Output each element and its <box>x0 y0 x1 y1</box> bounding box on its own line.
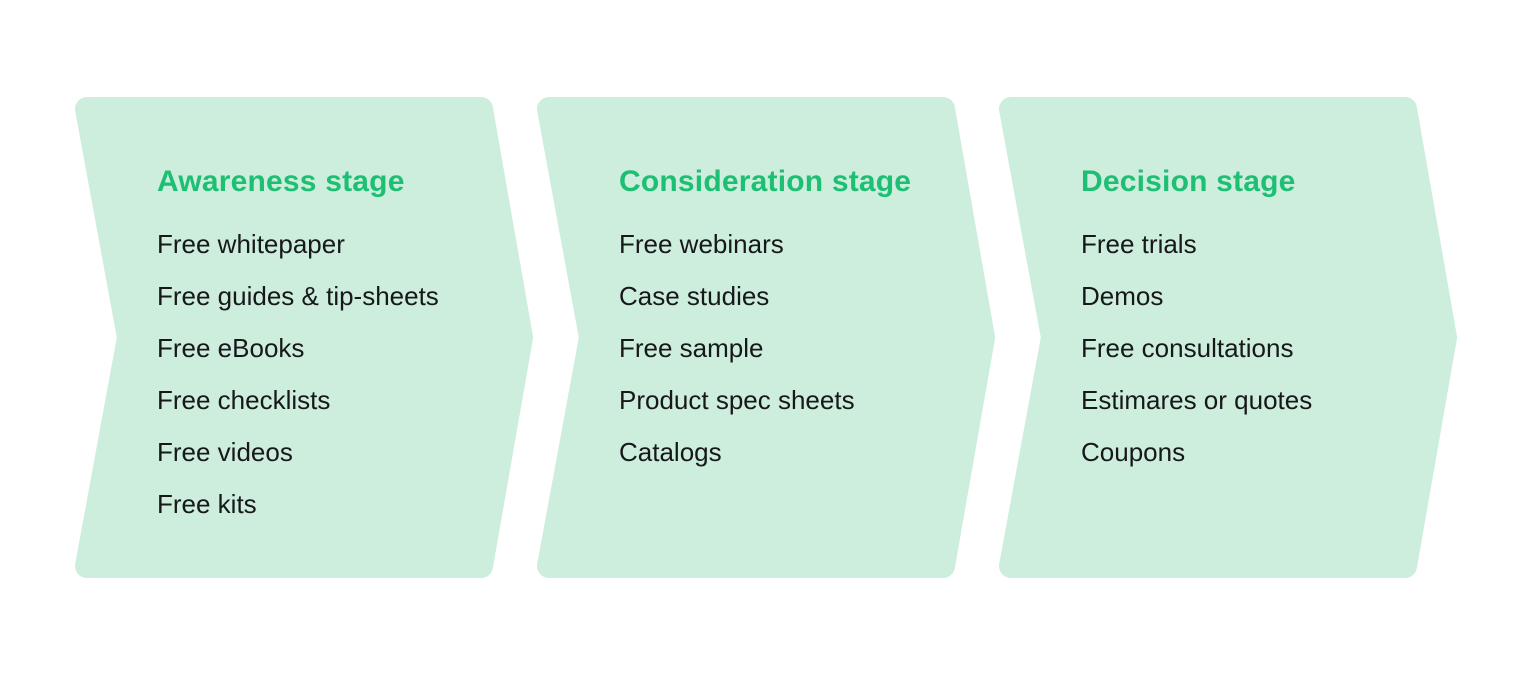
chevron-arrow-shape <box>537 97 995 578</box>
chevron-arrow-shape <box>75 97 533 578</box>
stage-item: Catalogs <box>619 437 722 467</box>
stage-item: Free guides & tip-sheets <box>157 281 439 311</box>
stage-item: Free eBooks <box>157 333 305 363</box>
chevron-arrow-shape <box>999 97 1457 578</box>
stage-item: Coupons <box>1081 437 1186 467</box>
stage-item: Free consultations <box>1081 333 1294 363</box>
stage-title: Decision stage <box>1081 165 1296 198</box>
stage-item: Free videos <box>157 437 293 467</box>
stage-item: Demos <box>1081 281 1164 311</box>
stage-item: Free whitepaper <box>157 229 345 259</box>
stage-item: Case studies <box>619 281 770 311</box>
stage-item: Free webinars <box>619 229 784 259</box>
stage-item: Free checklists <box>157 385 331 415</box>
stage-title: Awareness stage <box>157 165 405 198</box>
stage-item: Free kits <box>157 489 257 519</box>
stage-item: Estimares or quotes <box>1081 385 1313 415</box>
stage-item: Free trials <box>1081 229 1197 259</box>
stage-title: Consideration stage <box>619 165 912 198</box>
stage-item: Product spec sheets <box>619 385 855 415</box>
stage-item: Free sample <box>619 333 764 363</box>
